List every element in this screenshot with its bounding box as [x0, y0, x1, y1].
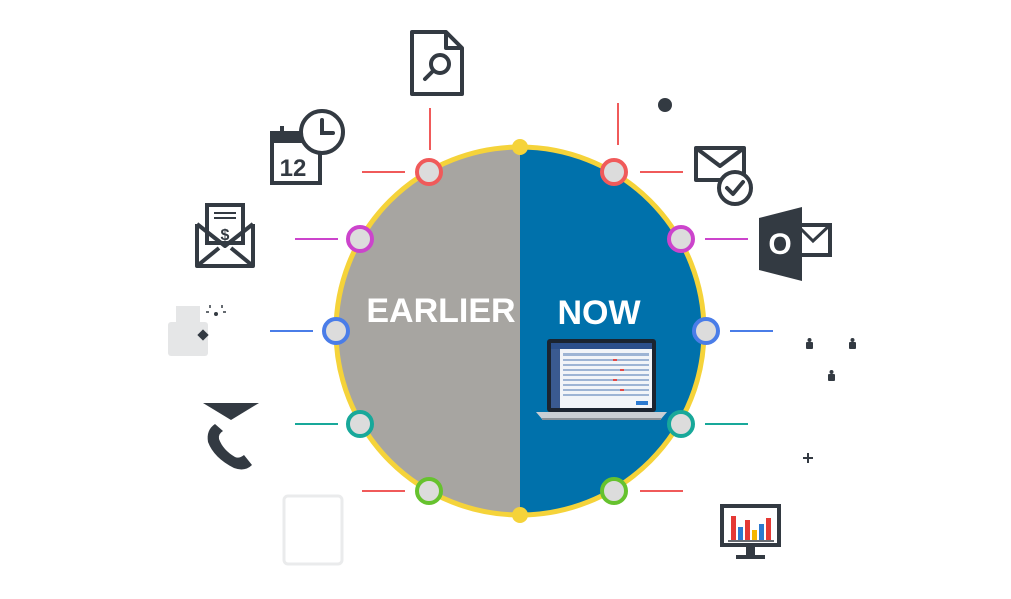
earlier-label: EARLIER: [366, 292, 515, 330]
fax-icon: [168, 306, 208, 356]
now-label: NOW: [557, 294, 641, 332]
analytics-monitor-icon: [720, 504, 781, 559]
ring-node: [322, 317, 350, 345]
document-search-icon: [410, 30, 464, 96]
ring-node: [667, 410, 695, 438]
email-check-icon: [694, 146, 753, 206]
main-circle: [333, 139, 707, 523]
ring-nodes: [322, 158, 720, 505]
laptop-icon: [536, 339, 667, 420]
fax-dot: [214, 312, 218, 316]
calendar-clock-icon: 12: [270, 109, 345, 185]
ring-node: [346, 225, 374, 253]
ring-node: [415, 477, 443, 505]
now-half: [520, 147, 704, 515]
ring-bottom-dot: [512, 507, 528, 523]
earlier-half: [336, 147, 520, 515]
fax-marker: [197, 329, 209, 341]
dot-marker: [658, 98, 672, 112]
fax-spark: [206, 305, 226, 313]
invoice-envelope-icon: $: [195, 203, 255, 268]
dollar-symbol: $: [221, 227, 230, 244]
calendar-day: 12: [280, 155, 307, 182]
network-icon: [806, 338, 856, 381]
ring-node: [415, 158, 443, 186]
phone-icon: [203, 403, 259, 470]
add-icon: [803, 453, 813, 463]
ring-node: [600, 158, 628, 186]
ring-node: [346, 410, 374, 438]
connector-lines: [270, 103, 773, 492]
outlook-letter: O: [768, 228, 791, 261]
ring-node: [692, 317, 720, 345]
ring-node: [600, 477, 628, 505]
paper-icon: [282, 494, 344, 566]
ring-top-dot: [512, 139, 528, 155]
outlook-icon: O: [759, 207, 832, 281]
ring-node: [667, 225, 695, 253]
